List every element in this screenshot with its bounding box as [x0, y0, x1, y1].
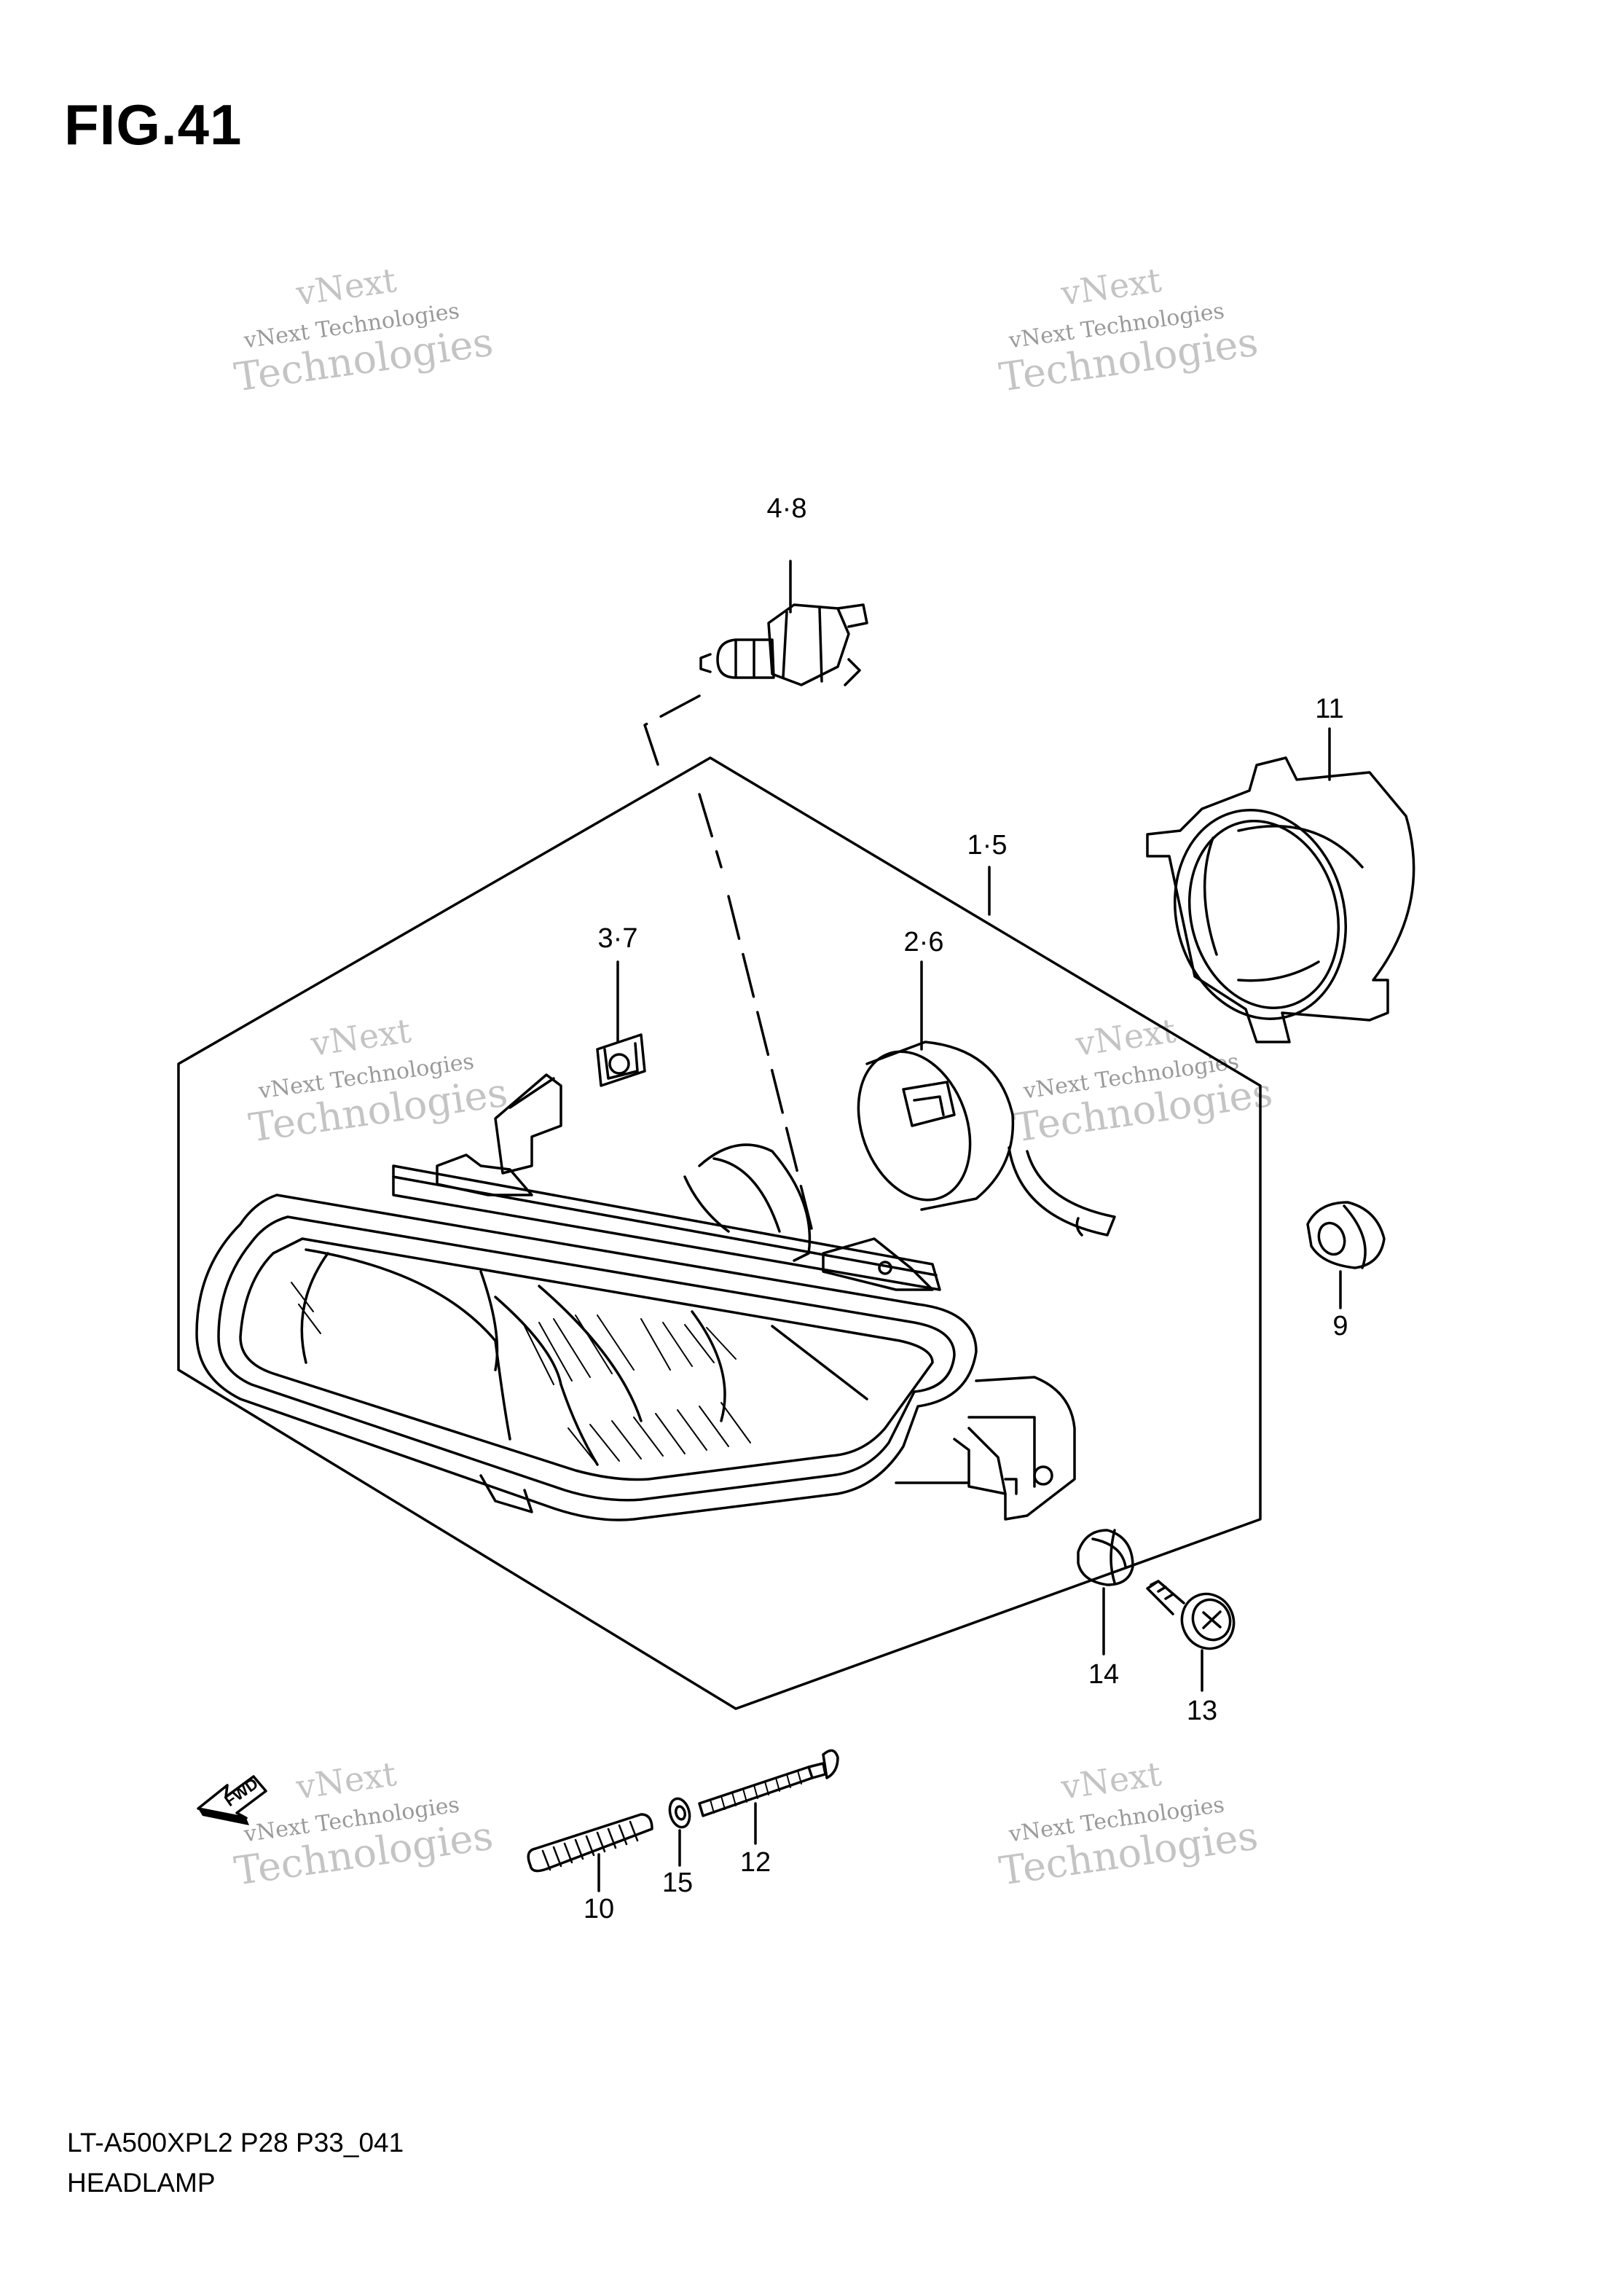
flat-washer [668, 1797, 691, 1829]
svg-text:vNext: vNext [293, 1754, 399, 1807]
headlamp-housing [195, 1073, 1076, 1521]
svg-text:vNext: vNext [1058, 260, 1164, 313]
assembly-group-outline [177, 756, 1262, 1710]
watermark: vNext vNext Technologies Technologies [997, 260, 1261, 401]
rubber-grommet [1306, 1201, 1386, 1269]
callout-label: 4·8 [767, 493, 807, 524]
callout-label: 15 [662, 1868, 693, 1898]
callout-label: 12 [740, 1847, 771, 1878]
adjusting-bolt [698, 1749, 839, 1817]
forward-direction-arrow: FWD [197, 1774, 267, 1825]
projection-line [643, 694, 814, 1233]
callout-label: 10 [584, 1894, 614, 1924]
bulb-socket [857, 1041, 1116, 1237]
figure-title: FIG.41 [64, 93, 243, 157]
headlamp-bulb [699, 603, 868, 686]
callout-label: 2·6 [904, 927, 944, 957]
svg-text:vNext: vNext [293, 260, 399, 313]
callout-label: 13 [1187, 1696, 1217, 1726]
watermark: vNext vNext Technologies Technologies [232, 260, 496, 401]
svg-text:vNext: vNext [1072, 1011, 1179, 1064]
adjusting-spring [527, 1813, 653, 1873]
watermark: vNext vNext Technologies Technologies [246, 1011, 511, 1151]
watermark: vNext vNext Technologies Technologies [232, 1754, 496, 1895]
watermark: vNext vNext Technologies Technologies [1011, 1011, 1276, 1151]
rubber-cushion [1077, 1529, 1134, 1586]
mounting-screw [1146, 1580, 1236, 1650]
mounting-clip [596, 1033, 646, 1087]
model-code: LT-A500XPL2 P28 P33_041 [67, 2128, 404, 2158]
callout-label: 9 [1332, 1311, 1348, 1341]
callout-label: 1·5 [967, 830, 1008, 861]
callout-label: 11 [1315, 694, 1343, 724]
watermark: vNext vNext Technologies Technologies [997, 1754, 1261, 1895]
section-name: HEADLAMP [67, 2168, 216, 2198]
svg-text:vNext: vNext [1058, 1754, 1164, 1807]
bulb-retaining-ring [1146, 756, 1415, 1043]
callout-label: 14 [1088, 1659, 1119, 1690]
callout-label: 3·7 [598, 923, 638, 954]
svg-text:vNext: vNext [307, 1011, 414, 1064]
